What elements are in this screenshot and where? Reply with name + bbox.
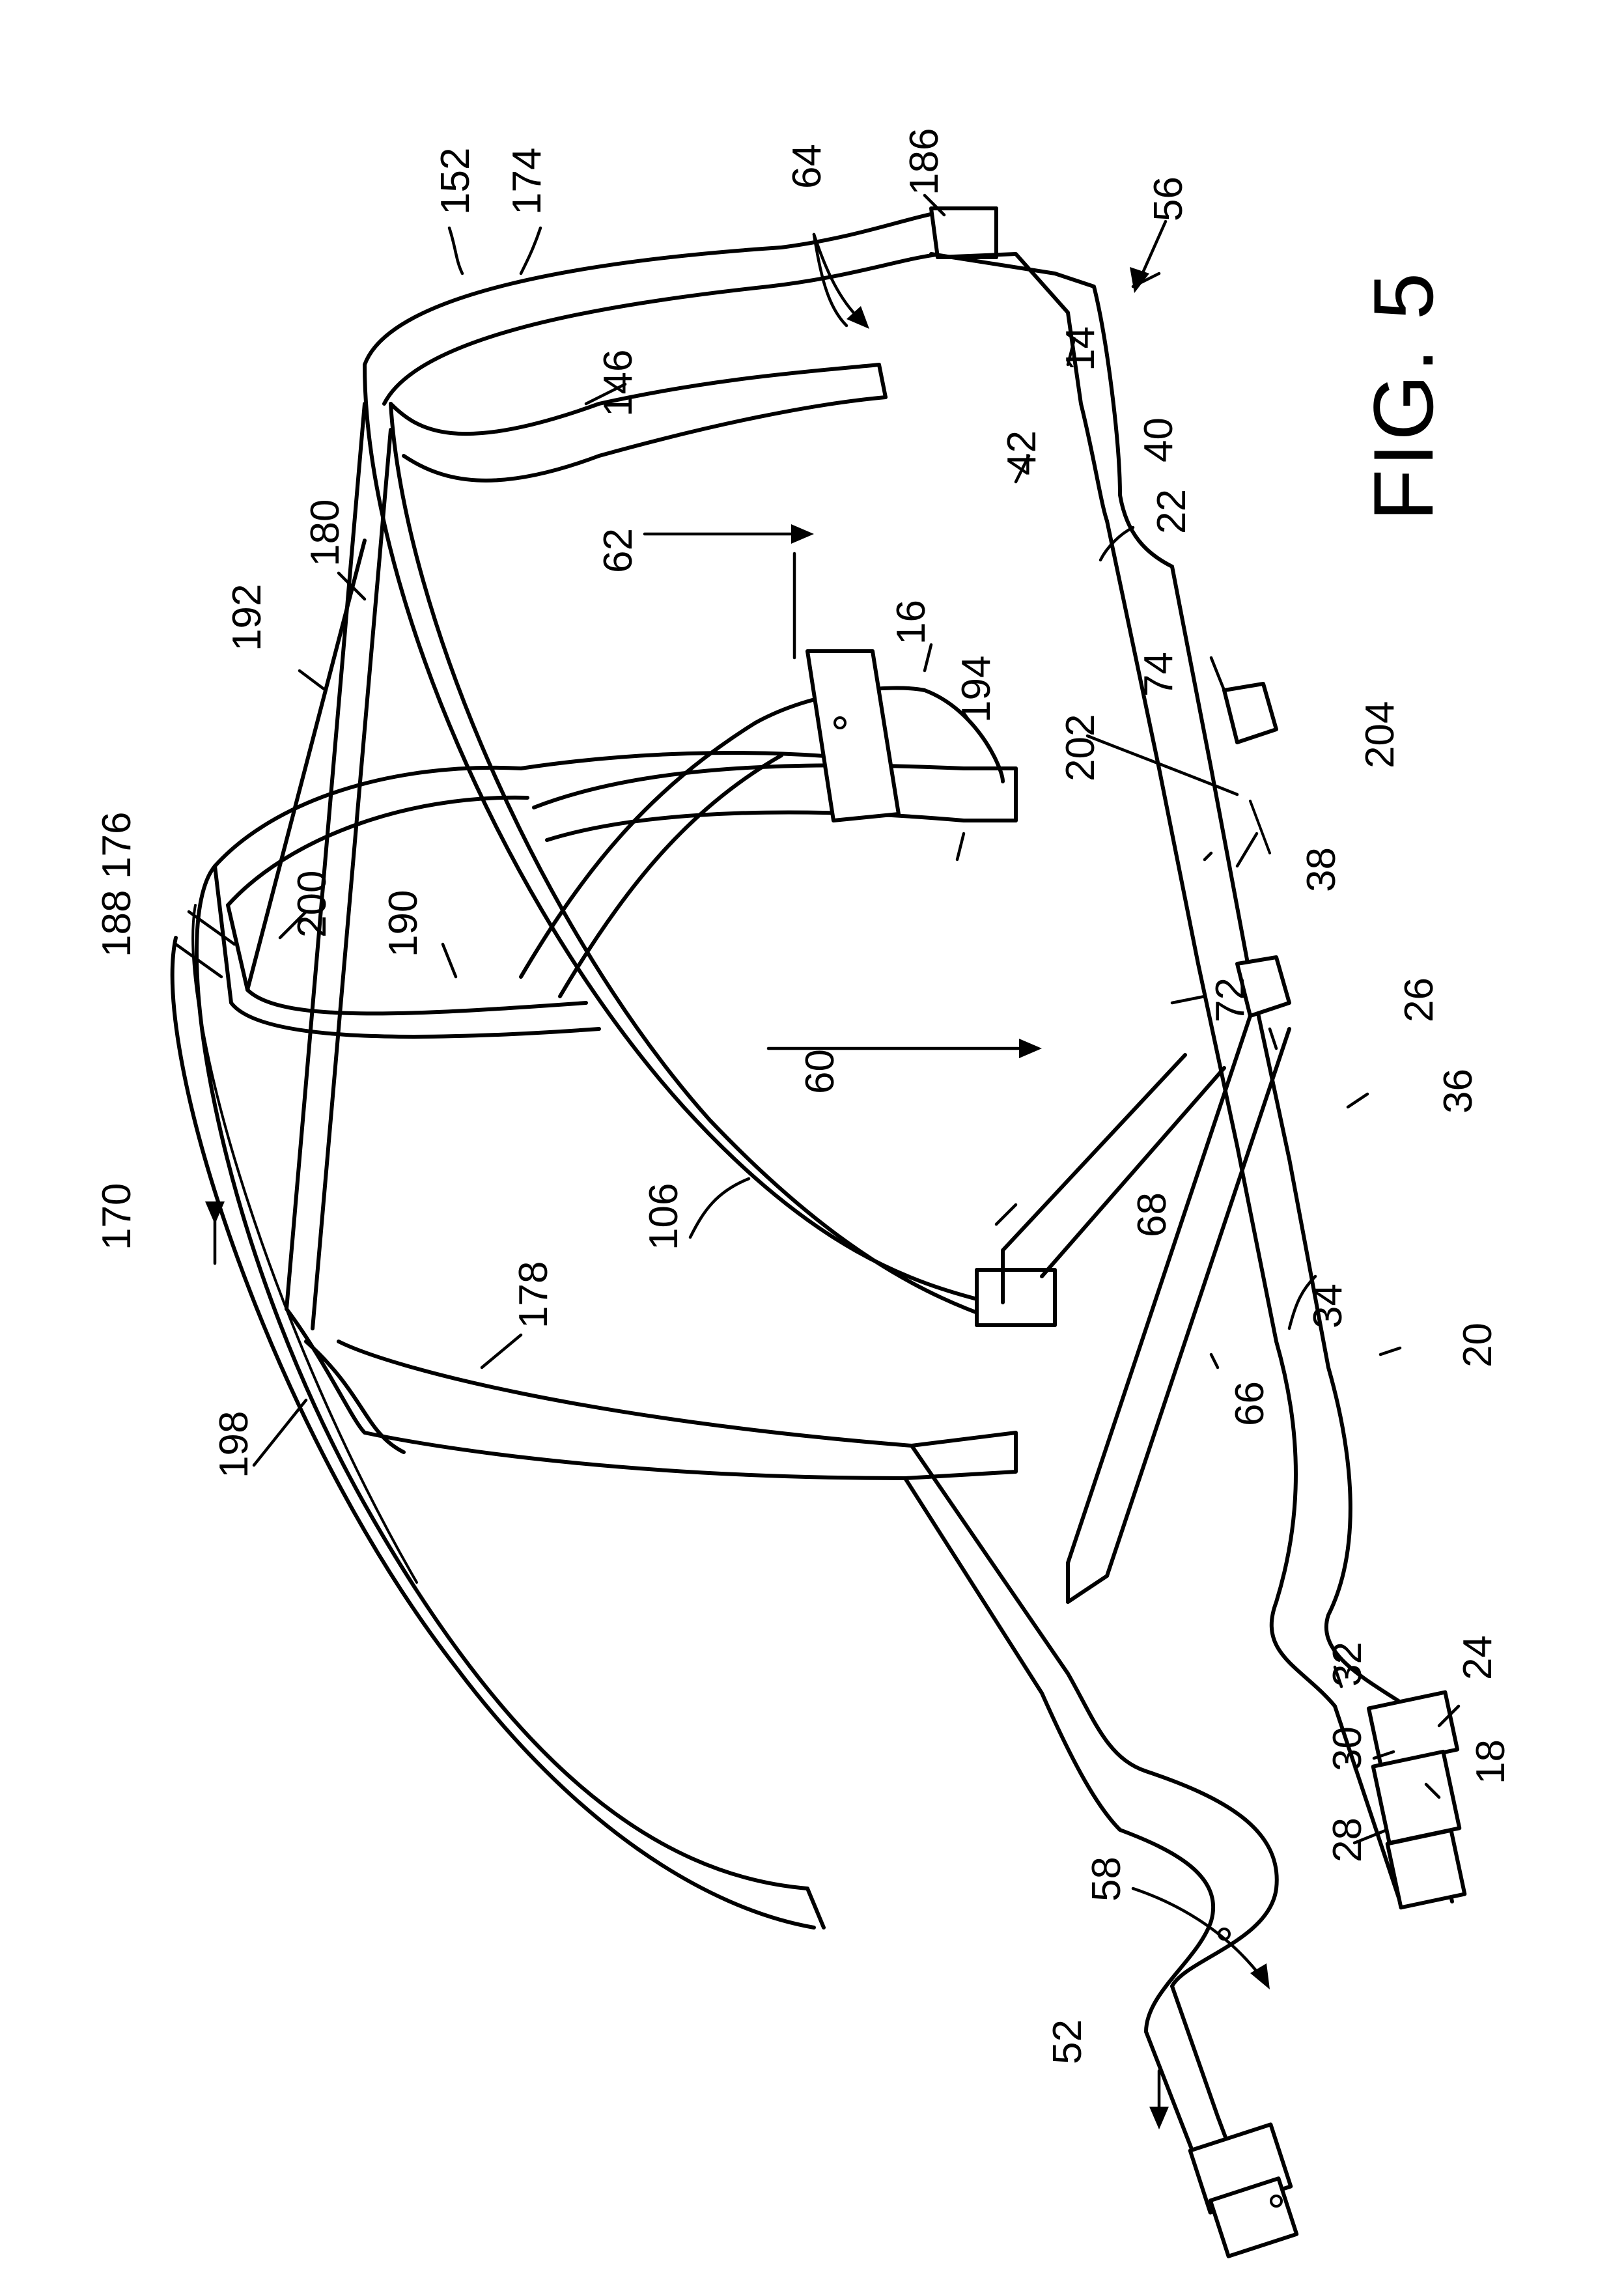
label-36: 36: [1436, 1069, 1481, 1114]
label-200: 200: [290, 871, 335, 938]
leader-lines: [174, 193, 1461, 1845]
label-32: 32: [1325, 1642, 1370, 1687]
label-56: 56: [1146, 176, 1191, 221]
label-106: 106: [641, 1183, 686, 1250]
label-34: 34: [1306, 1284, 1351, 1328]
label-192: 192: [225, 584, 270, 651]
label-52: 52: [1045, 2019, 1090, 2064]
label-60: 60: [798, 1049, 843, 1094]
label-68: 68: [1130, 1192, 1175, 1237]
frame-drawing: [170, 206, 1467, 2258]
label-198: 198: [212, 1411, 257, 1478]
label-14: 14: [1058, 326, 1103, 371]
cross-bars-190-192: [245, 402, 393, 1330]
label-180: 180: [303, 499, 348, 567]
label-40: 40: [1136, 417, 1181, 462]
label-194: 194: [954, 656, 999, 723]
reference-labels: 152 174 64 186 56 146 14 42 40 22 62 180…: [94, 128, 1513, 2064]
label-190: 190: [381, 890, 426, 957]
label-188: 188: [94, 890, 139, 957]
label-20: 20: [1455, 1323, 1500, 1368]
label-170: 170: [94, 1183, 139, 1250]
label-74: 74: [1136, 652, 1181, 697]
foot-rail: [903, 1444, 1299, 2258]
label-62: 62: [596, 528, 641, 573]
label-174: 174: [505, 148, 550, 215]
label-28: 28: [1325, 1818, 1370, 1862]
tube-106: [363, 363, 1057, 1327]
label-38: 38: [1299, 847, 1344, 892]
label-186: 186: [902, 128, 947, 195]
end-caps: [1366, 1690, 1467, 1910]
label-24: 24: [1455, 1635, 1500, 1680]
member-194: [532, 763, 1018, 842]
label-72: 72: [1208, 977, 1253, 1022]
label-66: 66: [1227, 1381, 1272, 1426]
label-64: 64: [785, 144, 830, 189]
inner-rails-66-68: [1001, 1014, 1291, 1604]
label-58: 58: [1084, 1857, 1129, 1902]
label-30: 30: [1325, 1726, 1370, 1771]
runner-170: [170, 864, 826, 1930]
figure-title: FIG. 5: [1356, 270, 1451, 521]
member-146: [389, 363, 888, 483]
ref-arrows: [205, 219, 1270, 2129]
center-hoop: [519, 686, 1005, 998]
label-178: 178: [511, 1261, 556, 1328]
label-18: 18: [1468, 1739, 1513, 1784]
member-178: [285, 1307, 1018, 1480]
label-42: 42: [1000, 430, 1044, 475]
label-26: 26: [1397, 977, 1442, 1022]
label-16: 16: [889, 600, 934, 645]
label-146: 146: [596, 350, 641, 417]
rail-152: [363, 206, 998, 406]
label-204: 204: [1358, 701, 1403, 768]
label-22: 22: [1149, 489, 1194, 534]
label-202: 202: [1058, 714, 1103, 781]
brackets: [805, 649, 1291, 1018]
label-176: 176: [94, 812, 139, 879]
label-152: 152: [433, 148, 478, 215]
